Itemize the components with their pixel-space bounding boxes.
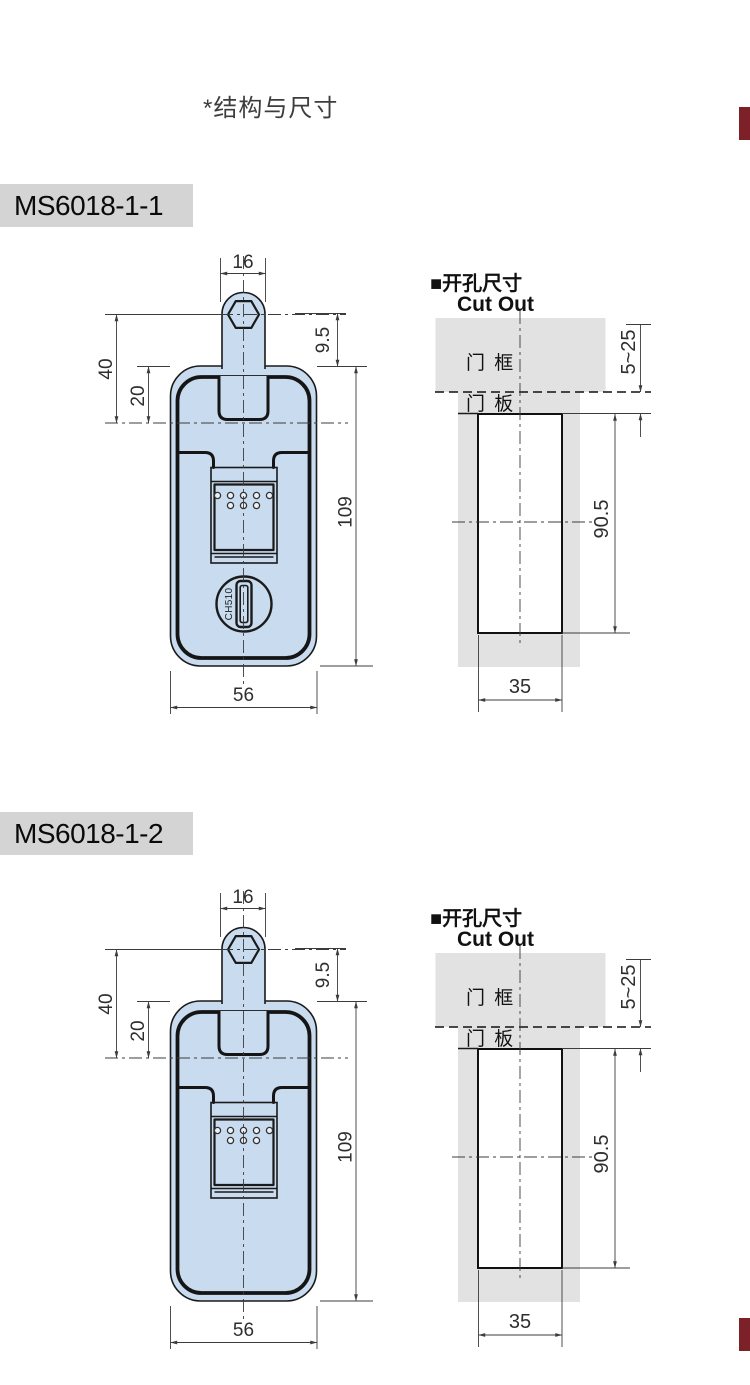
dimension-body-top-to-center: 20 xyxy=(128,1001,170,1059)
cutout-heading-en: Cut Out xyxy=(457,928,534,951)
dimension-body-height: 109 xyxy=(317,1001,373,1302)
handle-step-right xyxy=(272,451,311,469)
door-panel-label: 门 板 xyxy=(466,393,515,415)
dimension-door-thickness: 5~25 xyxy=(618,959,651,1072)
model-label-ms6018-1-2: MS6018-1-2 xyxy=(0,812,193,855)
front-view-drawing-1: CH510 16 9.5 40 20 xyxy=(96,252,373,714)
key-cylinder-code: CH510 xyxy=(224,588,235,621)
push-button xyxy=(210,1101,278,1199)
svg-text:5~25: 5~25 xyxy=(618,964,640,1009)
cutout-heading-en: Cut Out xyxy=(457,293,534,316)
dimension-door-thickness: 5~25 xyxy=(618,324,651,437)
dimension-cutout-height: 90.5 xyxy=(591,1048,617,1269)
svg-text:40: 40 xyxy=(96,358,117,379)
svg-text:90.5: 90.5 xyxy=(591,1135,613,1174)
dimension-neck-width: 16 xyxy=(220,252,266,302)
page-title: *结构与尺寸 xyxy=(203,95,339,122)
dimension-center-offset: 40 xyxy=(96,314,220,424)
dimension-body-height: 109 xyxy=(317,366,373,667)
dimension-cutout-width: 35 xyxy=(478,635,563,712)
cutout-heading-cn: ■开孔尺寸 xyxy=(430,907,522,930)
svg-text:56: 56 xyxy=(233,685,254,706)
centerlines xyxy=(452,311,594,646)
svg-text:35: 35 xyxy=(509,676,531,698)
door-frame-label: 门 框 xyxy=(466,352,515,374)
svg-text:56: 56 xyxy=(233,1320,254,1341)
svg-text:9.5: 9.5 xyxy=(313,962,334,988)
svg-text:90.5: 90.5 xyxy=(591,500,613,539)
door-frame-block xyxy=(435,953,606,1027)
cutout-drawing-2: ■开孔尺寸 Cut Out 门 框 门 板 5~25 90.5 xyxy=(430,907,651,1347)
cutout-heading-cn: ■开孔尺寸 xyxy=(430,272,522,295)
handle-step-left xyxy=(176,451,215,469)
handle-step-left xyxy=(176,1086,215,1104)
centerlines xyxy=(452,946,594,1281)
dimension-body-width: 56 xyxy=(170,1306,318,1349)
dimension-neck-width: 16 xyxy=(220,887,266,937)
door-frame-label: 门 框 xyxy=(466,987,515,1009)
handle-step-right xyxy=(272,1086,311,1104)
page-edge-tab-top xyxy=(739,107,750,140)
cutout-hole xyxy=(477,413,563,634)
svg-text:16: 16 xyxy=(232,252,253,273)
svg-text:109: 109 xyxy=(336,1131,357,1163)
centerlines xyxy=(105,256,348,686)
button-dot-pattern xyxy=(213,491,274,510)
svg-text:109: 109 xyxy=(336,496,357,528)
svg-text:40: 40 xyxy=(96,993,117,1014)
svg-text:20: 20 xyxy=(128,1020,149,1041)
dimension-body-width: 56 xyxy=(170,671,318,714)
front-view-drawing-2: 16 9.5 40 20 109 56 xyxy=(96,887,373,1349)
svg-text:5~25: 5~25 xyxy=(618,329,640,374)
cutout-drawing-1: ■开孔尺寸 Cut Out 门 框 门 板 5~25 90.5 xyxy=(430,272,651,712)
dimension-cutout-width: 35 xyxy=(478,1270,563,1347)
svg-text:9.5: 9.5 xyxy=(313,327,334,353)
dimension-pawl-to-body: 9.5 xyxy=(295,313,346,367)
door-frame-block xyxy=(435,318,606,392)
door-panel-label: 门 板 xyxy=(466,1028,515,1050)
dimension-cutout-height: 90.5 xyxy=(591,413,617,634)
page-edge-tab-bottom xyxy=(739,1318,750,1351)
push-button xyxy=(210,466,278,564)
svg-text:35: 35 xyxy=(509,1311,531,1333)
svg-text:20: 20 xyxy=(128,385,149,406)
dimension-center-offset: 40 xyxy=(96,949,220,1059)
centerlines xyxy=(105,891,348,1321)
dimension-pawl-to-body: 9.5 xyxy=(295,948,346,1002)
svg-text:16: 16 xyxy=(232,887,253,908)
key-cylinder: CH510 xyxy=(215,575,273,633)
dimension-body-top-to-center: 20 xyxy=(128,366,170,424)
model-label-ms6018-1-1: MS6018-1-1 xyxy=(0,184,193,227)
